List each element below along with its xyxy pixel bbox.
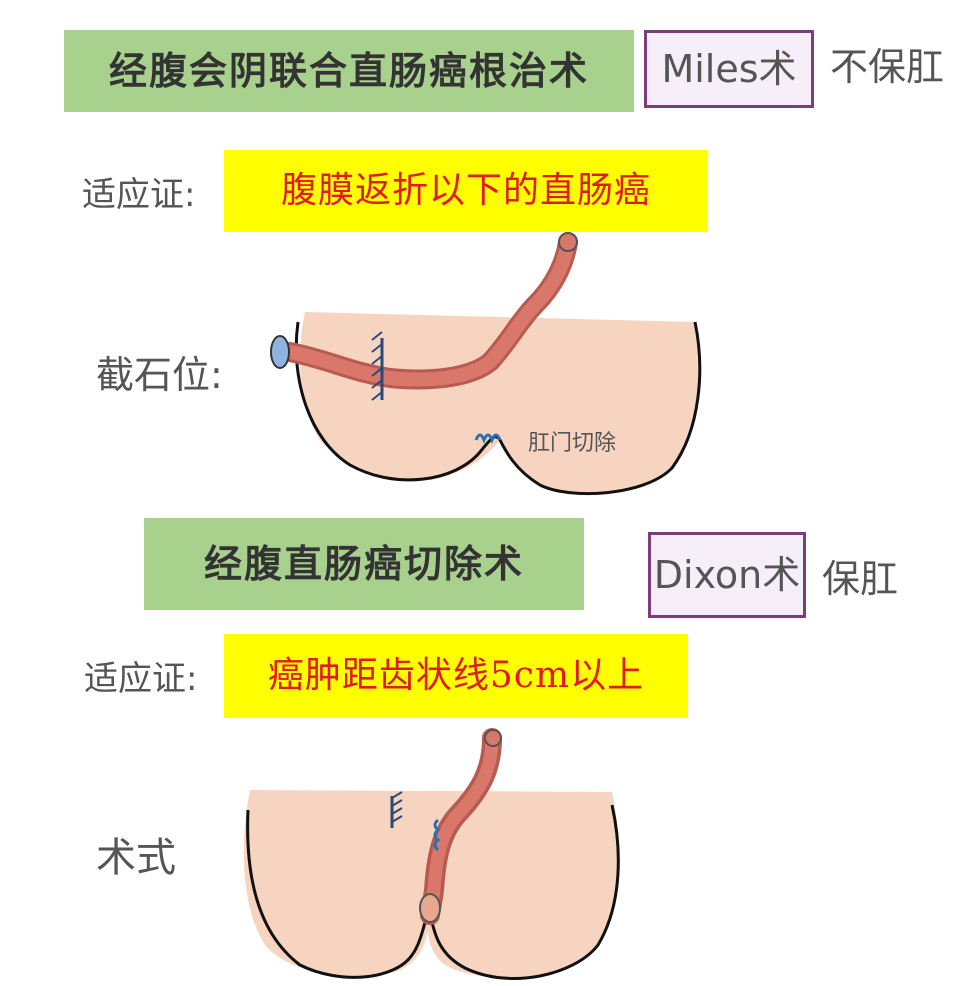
miles-cut-hatch — [371, 331, 383, 401]
miles-diagram-label: 肛门切除 — [528, 431, 616, 456]
dixon-pelvis-outline — [246, 804, 620, 980]
miles-indication: 腹膜返折以下的直肠癌 — [224, 150, 708, 232]
miles-pelvis-shape — [300, 312, 700, 494]
miles-bowel-top — [558, 232, 578, 252]
miles-bowel-end — [270, 335, 290, 369]
dixon-anus — [419, 893, 441, 923]
miles-indication-label: 适应证: — [82, 175, 196, 215]
dixon-indication-label: 适应证: — [84, 659, 198, 699]
dixon-bowel-top — [484, 729, 502, 747]
miles-position-label: 截石位: — [96, 353, 223, 397]
dixon-note: 保肛 — [822, 557, 899, 601]
miles-name-box: Miles术 — [644, 30, 814, 108]
dixon-indication: 癌肿距齿状线5cm以上 — [224, 634, 688, 718]
miles-note: 不保肛 — [830, 45, 945, 89]
miles-anus-stitch — [474, 433, 502, 445]
dixon-name-box: Dixon术 — [648, 532, 806, 618]
dixon-cut-hatch — [391, 791, 403, 823]
dixon-title: 经腹直肠癌切除术 — [144, 518, 584, 610]
dixon-method-label: 术式 — [96, 835, 176, 881]
miles-bowel-inner — [283, 235, 575, 387]
dixon-anastomosis — [433, 818, 441, 852]
miles-title: 经腹会阴联合直肠癌根治术 — [64, 30, 634, 112]
